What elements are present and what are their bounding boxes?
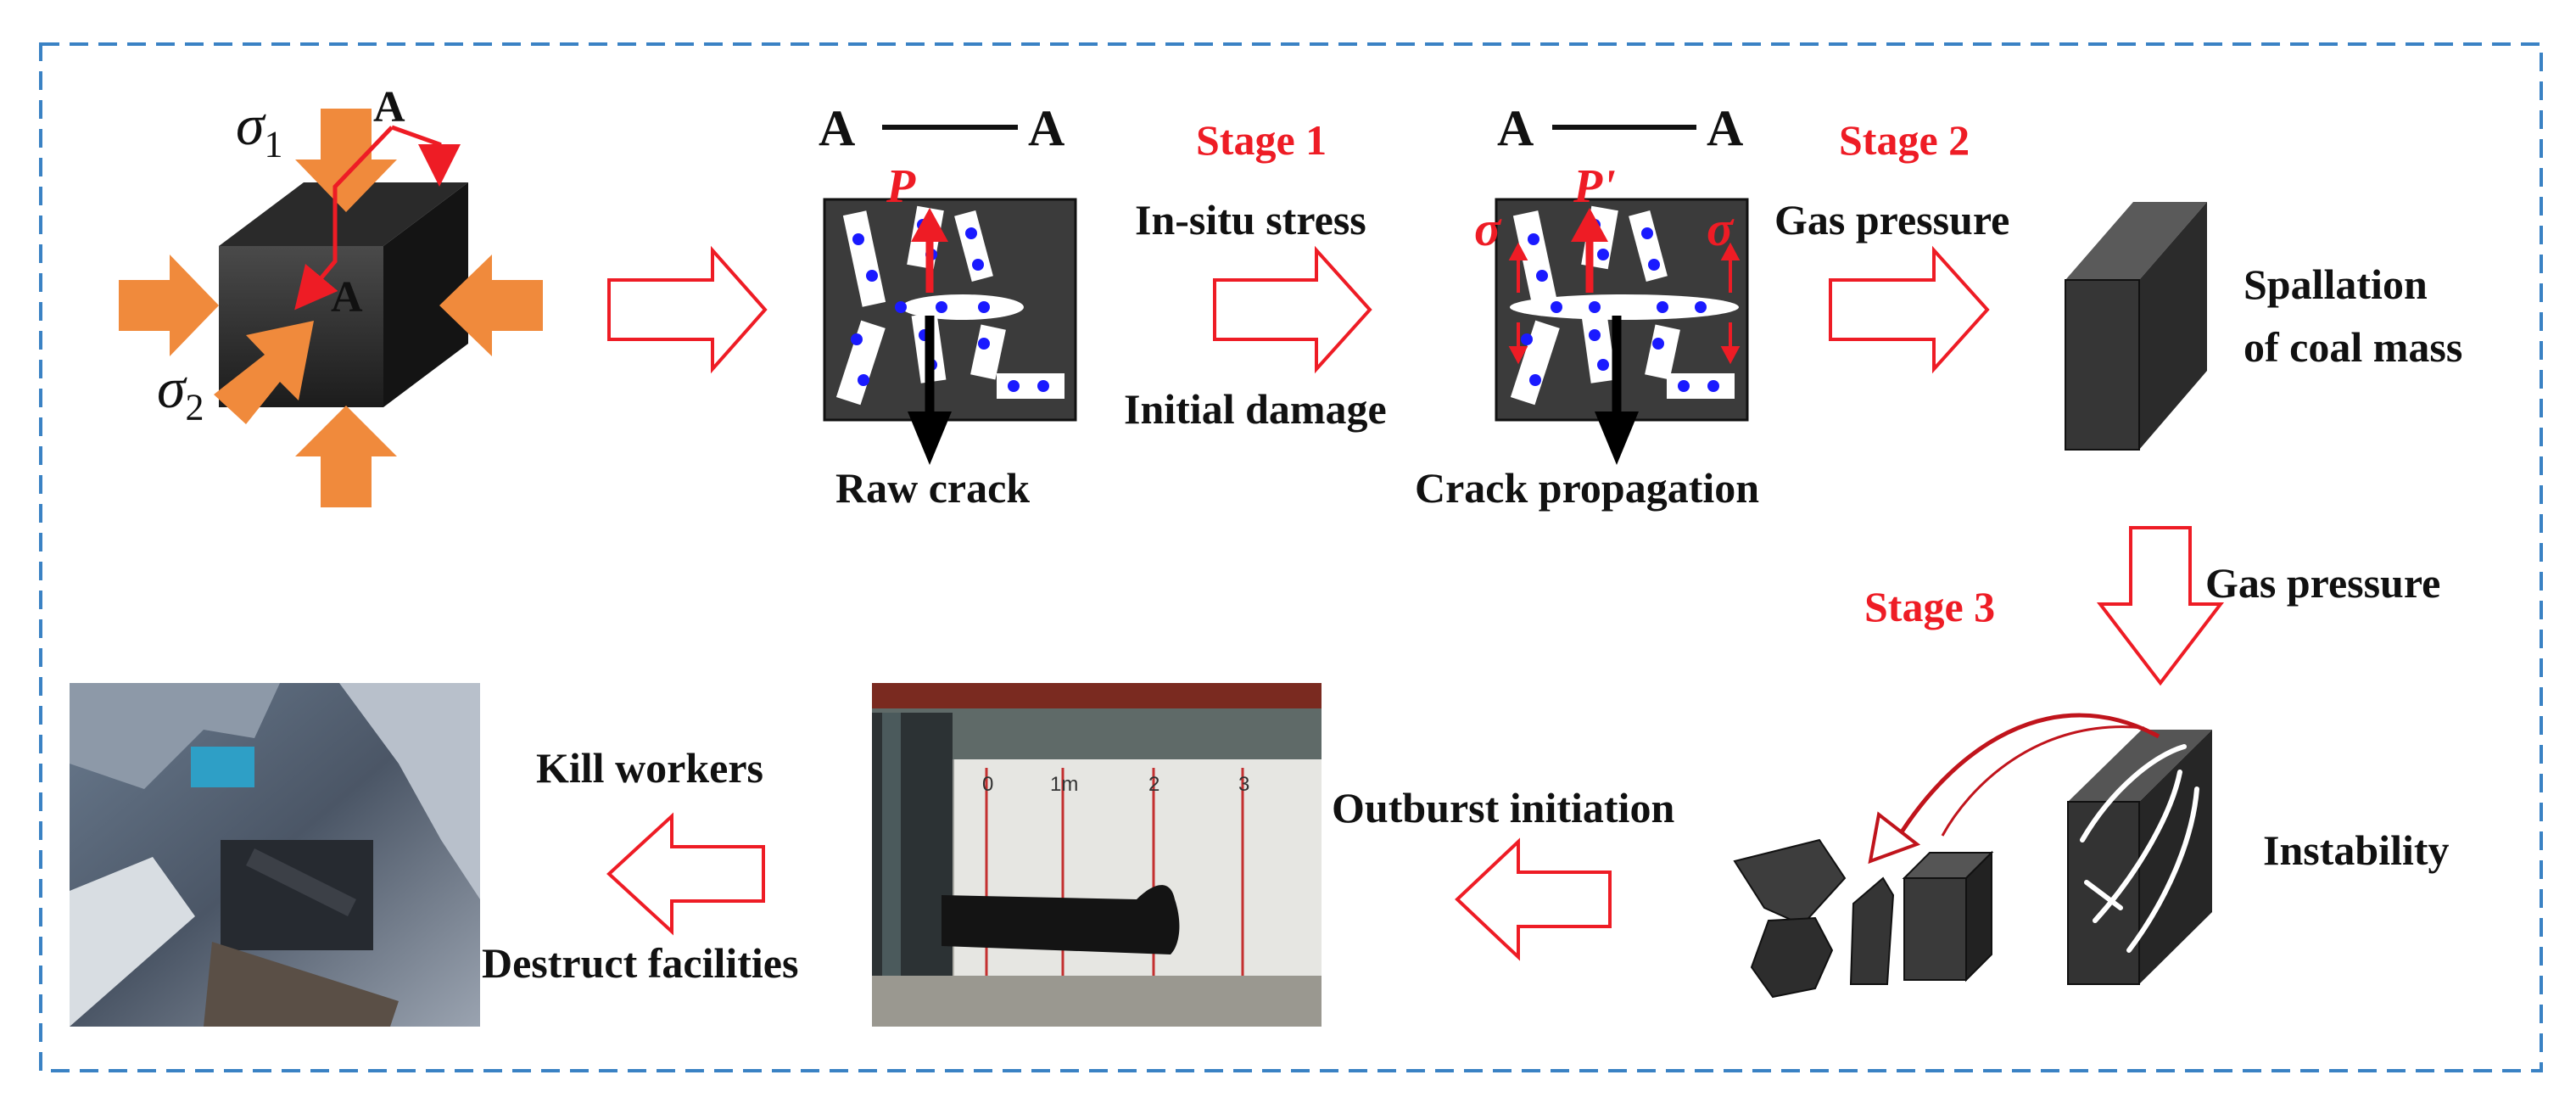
- stressed-coal-cube: [119, 109, 543, 507]
- section-mark-face: A: [331, 273, 363, 322]
- stage2-title: Stage 2: [1839, 116, 1970, 164]
- crack-propagation-panel: [1495, 125, 1749, 465]
- outburst-initiation-label: Outburst initiation: [1332, 784, 1675, 831]
- outburst-experiment-photo: [872, 683, 1322, 1027]
- stage1-below: Initial damage: [1124, 385, 1387, 433]
- panel2-pressure-label: P': [1573, 160, 1616, 213]
- stage3-title: Stage 3: [1864, 583, 1996, 630]
- panel1-pressure-label: P: [886, 160, 916, 213]
- stage1-above: In-situ stress: [1135, 196, 1366, 244]
- hollow-left-arrow-icon: [606, 812, 765, 936]
- stage3-side: Gas pressure: [2205, 559, 2441, 607]
- curved-arrow-icon: [1889, 713, 2160, 850]
- panel2-section-right: A: [1707, 100, 1744, 156]
- mine-disaster-photo: [70, 683, 480, 1027]
- crack-propagation-caption: Crack propagation: [1415, 464, 1760, 512]
- right-load-arrow: [439, 255, 543, 356]
- scale-mark-1m: 1m: [1050, 773, 1078, 796]
- hollow-right-arrow-icon: [1213, 245, 1372, 374]
- scale-mark-0: 0: [982, 773, 993, 796]
- coal-fragments: [1733, 838, 1994, 999]
- panel2-stress-left: σ: [1474, 201, 1501, 256]
- dashed-frame: [39, 42, 2543, 1072]
- scale-mark-3: 3: [1238, 773, 1249, 796]
- hollow-down-arrow-icon: [2096, 526, 2225, 686]
- hollow-right-arrow-icon: [607, 245, 768, 374]
- scale-mark-2: 2: [1148, 773, 1159, 796]
- raw-crack-caption: Raw crack: [835, 464, 1031, 512]
- spallation-coal-block: [2065, 202, 2207, 451]
- raw-crack-panel: [823, 125, 1077, 465]
- section-mark-top: A: [373, 83, 405, 132]
- sigma2-load-arrow: [214, 321, 314, 424]
- panel2-stress-right: σ: [1707, 201, 1734, 256]
- left-load-arrow: [119, 255, 219, 356]
- panel2-section-left: A: [1497, 100, 1534, 156]
- hollow-right-arrow-icon: [1829, 245, 1990, 374]
- stage1-title: Stage 1: [1196, 116, 1327, 164]
- hollow-left-arrow-icon: [1455, 837, 1612, 961]
- spallation-label-line2: of coal mass: [2244, 323, 2463, 371]
- panel1-section-right: A: [1028, 100, 1065, 156]
- kill-workers-label: Kill workers: [536, 744, 764, 792]
- spallation-label-line1: Spallation: [2244, 260, 2428, 308]
- instability-label: Instability: [2263, 826, 2450, 874]
- sigma1-label: σ1: [236, 92, 283, 165]
- stage2-above: Gas pressure: [1774, 196, 2010, 244]
- bottom-load-arrow: [295, 406, 397, 507]
- destruct-facilities-label: Destruct facilities: [482, 939, 799, 987]
- instability-coal-block: [2067, 730, 2212, 985]
- sigma2-label: σ2: [157, 355, 204, 428]
- panel1-section-left: A: [819, 100, 856, 156]
- sigma1-load-arrow: [295, 109, 397, 212]
